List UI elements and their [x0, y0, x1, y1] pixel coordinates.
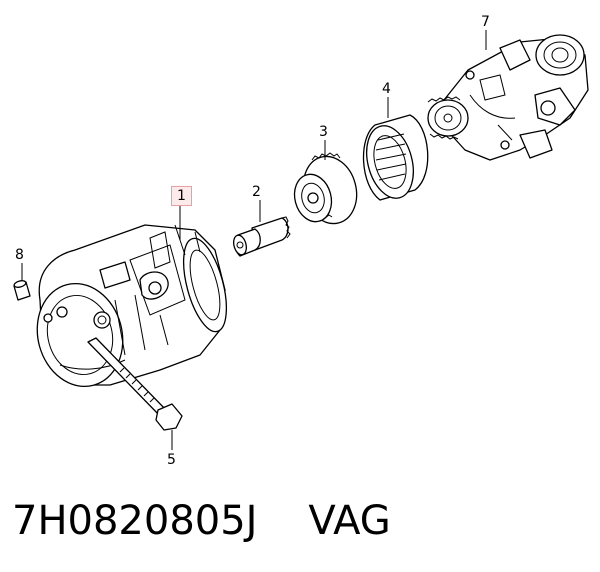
- part-8-bushing: [13, 280, 31, 301]
- callout-1[interactable]: 1: [171, 186, 192, 206]
- part-5-bolt: [87, 337, 183, 431]
- callout-4[interactable]: 4: [382, 81, 391, 97]
- part-caption: 7H0820805J VAG: [12, 498, 391, 544]
- brand-name: VAG: [308, 498, 391, 544]
- part-number: 7H0820805J: [12, 498, 258, 544]
- callout-7[interactable]: 7: [481, 14, 490, 30]
- callout-5[interactable]: 5: [167, 452, 176, 468]
- part-3-gear-bearing: [293, 152, 358, 225]
- callout-2[interactable]: 2: [252, 184, 261, 200]
- callout-8[interactable]: 8: [15, 247, 24, 263]
- part-7-pump-assembly: [427, 34, 589, 161]
- part-2-drive-shaft: [233, 216, 291, 257]
- part-1-compressor: [36, 224, 228, 388]
- part-4-bearing-sleeve: [362, 114, 429, 201]
- exploded-parts-diagram: [13, 30, 589, 450]
- callout-3[interactable]: 3: [319, 124, 328, 140]
